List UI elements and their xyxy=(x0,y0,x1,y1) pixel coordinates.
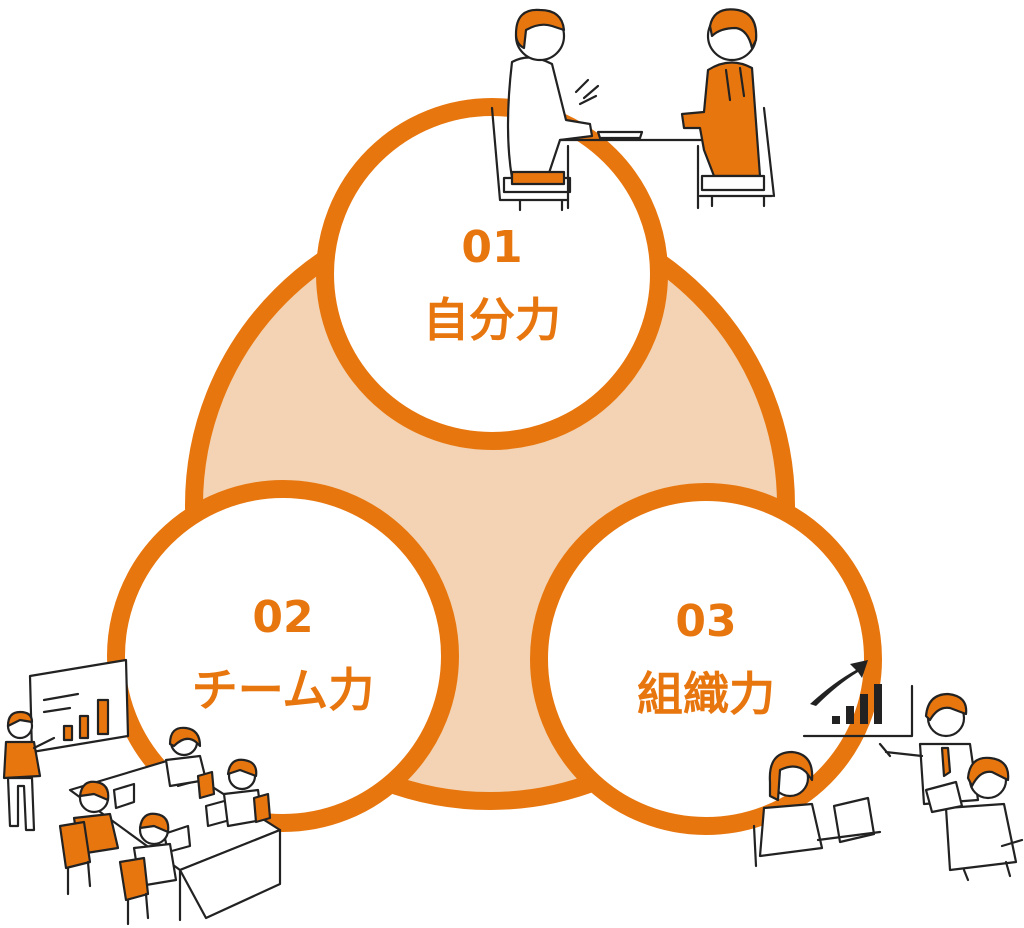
circle-02-number: 02 xyxy=(252,592,313,643)
circle-01: 01 自分力 xyxy=(316,98,668,450)
circle-02-label: チーム力 xyxy=(192,663,375,717)
circle-01-number: 01 xyxy=(461,222,522,273)
team-workspace-illustration xyxy=(2,658,282,926)
circle-03: 03 組織力 xyxy=(530,483,882,835)
circle-03-number: 03 xyxy=(675,596,736,647)
circle-03-label: 組織力 xyxy=(637,667,775,721)
interview-meeting-illustration xyxy=(490,8,776,212)
organization-presentation-illustration xyxy=(752,660,1024,882)
circle-01-label: 自分力 xyxy=(423,293,561,347)
growth-arrow-icon xyxy=(810,660,868,706)
